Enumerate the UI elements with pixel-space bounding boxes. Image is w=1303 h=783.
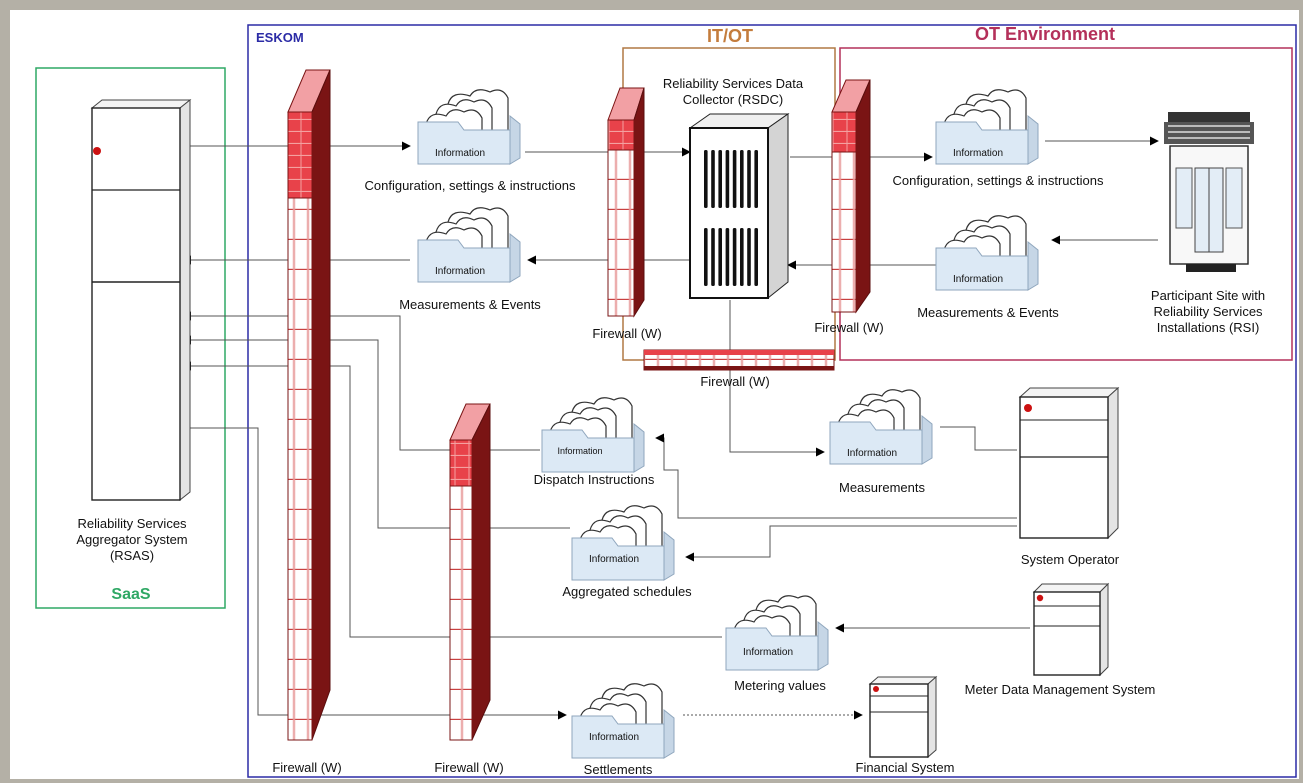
participant-label: Participant Site with Reliability Servic… bbox=[1150, 288, 1266, 335]
lower-firewall-label: Firewall (W) bbox=[434, 760, 504, 775]
folder-text-schedules: Information bbox=[588, 554, 640, 565]
system-operator-label: System Operator bbox=[1020, 552, 1120, 567]
itot-bottom-firewall bbox=[643, 349, 835, 371]
measurements-label: Measurements bbox=[839, 480, 925, 495]
folder-text-settlements: Information bbox=[588, 732, 640, 743]
rsdc-vent-slot bbox=[711, 228, 715, 286]
folder-text-metering: Information bbox=[742, 647, 794, 658]
itot-zone-title: IT/OT bbox=[707, 26, 753, 46]
ot-zone-title: OT Environment bbox=[974, 24, 1115, 44]
rsas-label: Reliability Services Aggregator System (… bbox=[76, 516, 188, 563]
itot-left-firewall-label: Firewall (W) bbox=[592, 326, 662, 341]
mdms-label: Meter Data Management System bbox=[964, 682, 1156, 697]
financial-server bbox=[868, 675, 938, 759]
rsdc-vent-slot bbox=[704, 150, 708, 208]
rsdc-vent-slot bbox=[754, 228, 758, 286]
folder-text-dispatch: Information bbox=[557, 446, 603, 456]
rsdc-server bbox=[688, 113, 790, 300]
itot-left-firewall bbox=[607, 87, 645, 318]
meas-right-label: Measurements & Events bbox=[917, 305, 1059, 320]
participant-site-icon bbox=[1164, 112, 1254, 272]
rsdc-vent-slot bbox=[747, 150, 751, 208]
schedules-label: Aggregated schedules bbox=[562, 584, 692, 599]
main-firewall bbox=[287, 69, 331, 741]
eskom-zone-title: ESKOM bbox=[256, 30, 304, 45]
rsdc-vent-slot bbox=[718, 150, 722, 208]
mdms-server bbox=[1032, 582, 1110, 677]
folder-text-meas-right: Information bbox=[952, 274, 1004, 285]
metering-label: Metering values bbox=[734, 678, 826, 693]
lower-firewall bbox=[449, 403, 491, 741]
rsdc-vent-slot bbox=[718, 228, 722, 286]
rsdc-vent-slot bbox=[711, 150, 715, 208]
rsdc-vent-slot bbox=[747, 228, 751, 286]
rsdc-vent-slot bbox=[732, 228, 737, 286]
folder-text-config-left: Information bbox=[434, 148, 486, 159]
rsas-server bbox=[90, 98, 192, 502]
financial-label: Financial System bbox=[855, 760, 955, 775]
folder-text-meas-left: Information bbox=[434, 266, 486, 277]
rsdc-vent-slot bbox=[740, 150, 744, 208]
dispatch-label: Dispatch Instructions bbox=[533, 472, 655, 487]
folder-text-measurements: Information bbox=[846, 448, 898, 459]
eskom-zone-border bbox=[247, 24, 1297, 778]
rsdc-vent-slot bbox=[704, 228, 708, 286]
itot-right-firewall-label: Firewall (W) bbox=[814, 320, 884, 335]
rsdc-label: Reliability Services Data Collector (RSD… bbox=[662, 76, 804, 107]
config-right-label: Configuration, settings & instructions bbox=[892, 173, 1104, 188]
info-folder-schedules bbox=[571, 505, 675, 581]
settlements-label: Settlements bbox=[583, 762, 653, 777]
main-firewall-label: Firewall (W) bbox=[272, 760, 342, 775]
rsdc-vent-slot bbox=[725, 228, 730, 286]
rsdc-vent-slot bbox=[725, 150, 730, 208]
meas-left-label: Measurements & Events bbox=[399, 297, 541, 312]
info-folder-dispatch bbox=[541, 397, 645, 473]
itot-bottom-firewall-label: Firewall (W) bbox=[700, 374, 770, 389]
rsdc-vent-slot bbox=[740, 228, 744, 286]
saas-zone-border bbox=[35, 67, 226, 609]
rsdc-vent-slot bbox=[754, 150, 758, 208]
rsdc-vent-slot bbox=[732, 150, 737, 208]
system-operator-server bbox=[1018, 386, 1120, 540]
config-left-label: Configuration, settings & instructions bbox=[364, 178, 576, 193]
saas-zone-title: SaaS bbox=[111, 586, 151, 603]
info-folder-settlements bbox=[571, 683, 675, 759]
folder-text-config-right: Information bbox=[952, 148, 1004, 159]
itot-right-firewall bbox=[831, 79, 871, 314]
